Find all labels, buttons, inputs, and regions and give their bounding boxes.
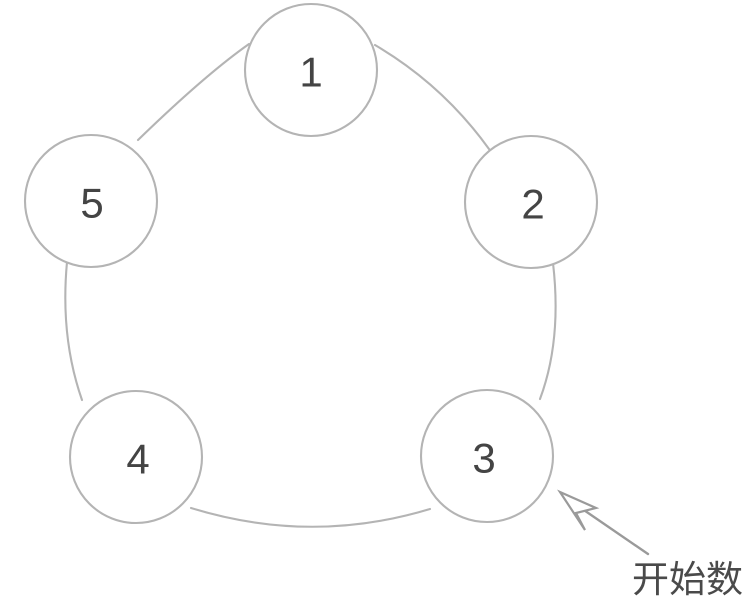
edge-node5-to-node1 bbox=[136, 42, 251, 142]
node-3[interactable]: 3 bbox=[419, 388, 555, 524]
arrow-head-icon bbox=[557, 489, 600, 531]
node-1[interactable]: 1 bbox=[243, 2, 379, 138]
edge-group bbox=[64, 42, 557, 528]
node-5[interactable]: 5 bbox=[23, 133, 159, 269]
node-5-circle[interactable] bbox=[23, 133, 159, 269]
start-annotation-label: 开始数 bbox=[632, 558, 743, 601]
node-1-circle[interactable] bbox=[243, 2, 379, 138]
node-2[interactable]: 2 bbox=[463, 134, 599, 270]
start-pointer-group bbox=[557, 489, 650, 556]
edge-node2-to-node3 bbox=[538, 261, 557, 401]
arrow-shaft bbox=[576, 504, 650, 556]
node-2-circle[interactable] bbox=[463, 134, 599, 270]
edge-node4-to-node5 bbox=[64, 260, 84, 402]
edge-node3-to-node4 bbox=[189, 506, 432, 528]
edge-node1-to-node2 bbox=[373, 43, 491, 151]
node-4[interactable]: 4 bbox=[68, 389, 204, 525]
node-2-label: 2 bbox=[521, 181, 544, 228]
node-5-label: 5 bbox=[80, 180, 103, 227]
node-1-label: 1 bbox=[299, 49, 322, 96]
node-4-label: 4 bbox=[126, 436, 149, 483]
node-3-label: 3 bbox=[472, 435, 495, 482]
node-group: 1 2 3 4 5 bbox=[23, 2, 599, 525]
node-4-circle[interactable] bbox=[68, 389, 204, 525]
node-3-circle[interactable] bbox=[419, 388, 555, 524]
